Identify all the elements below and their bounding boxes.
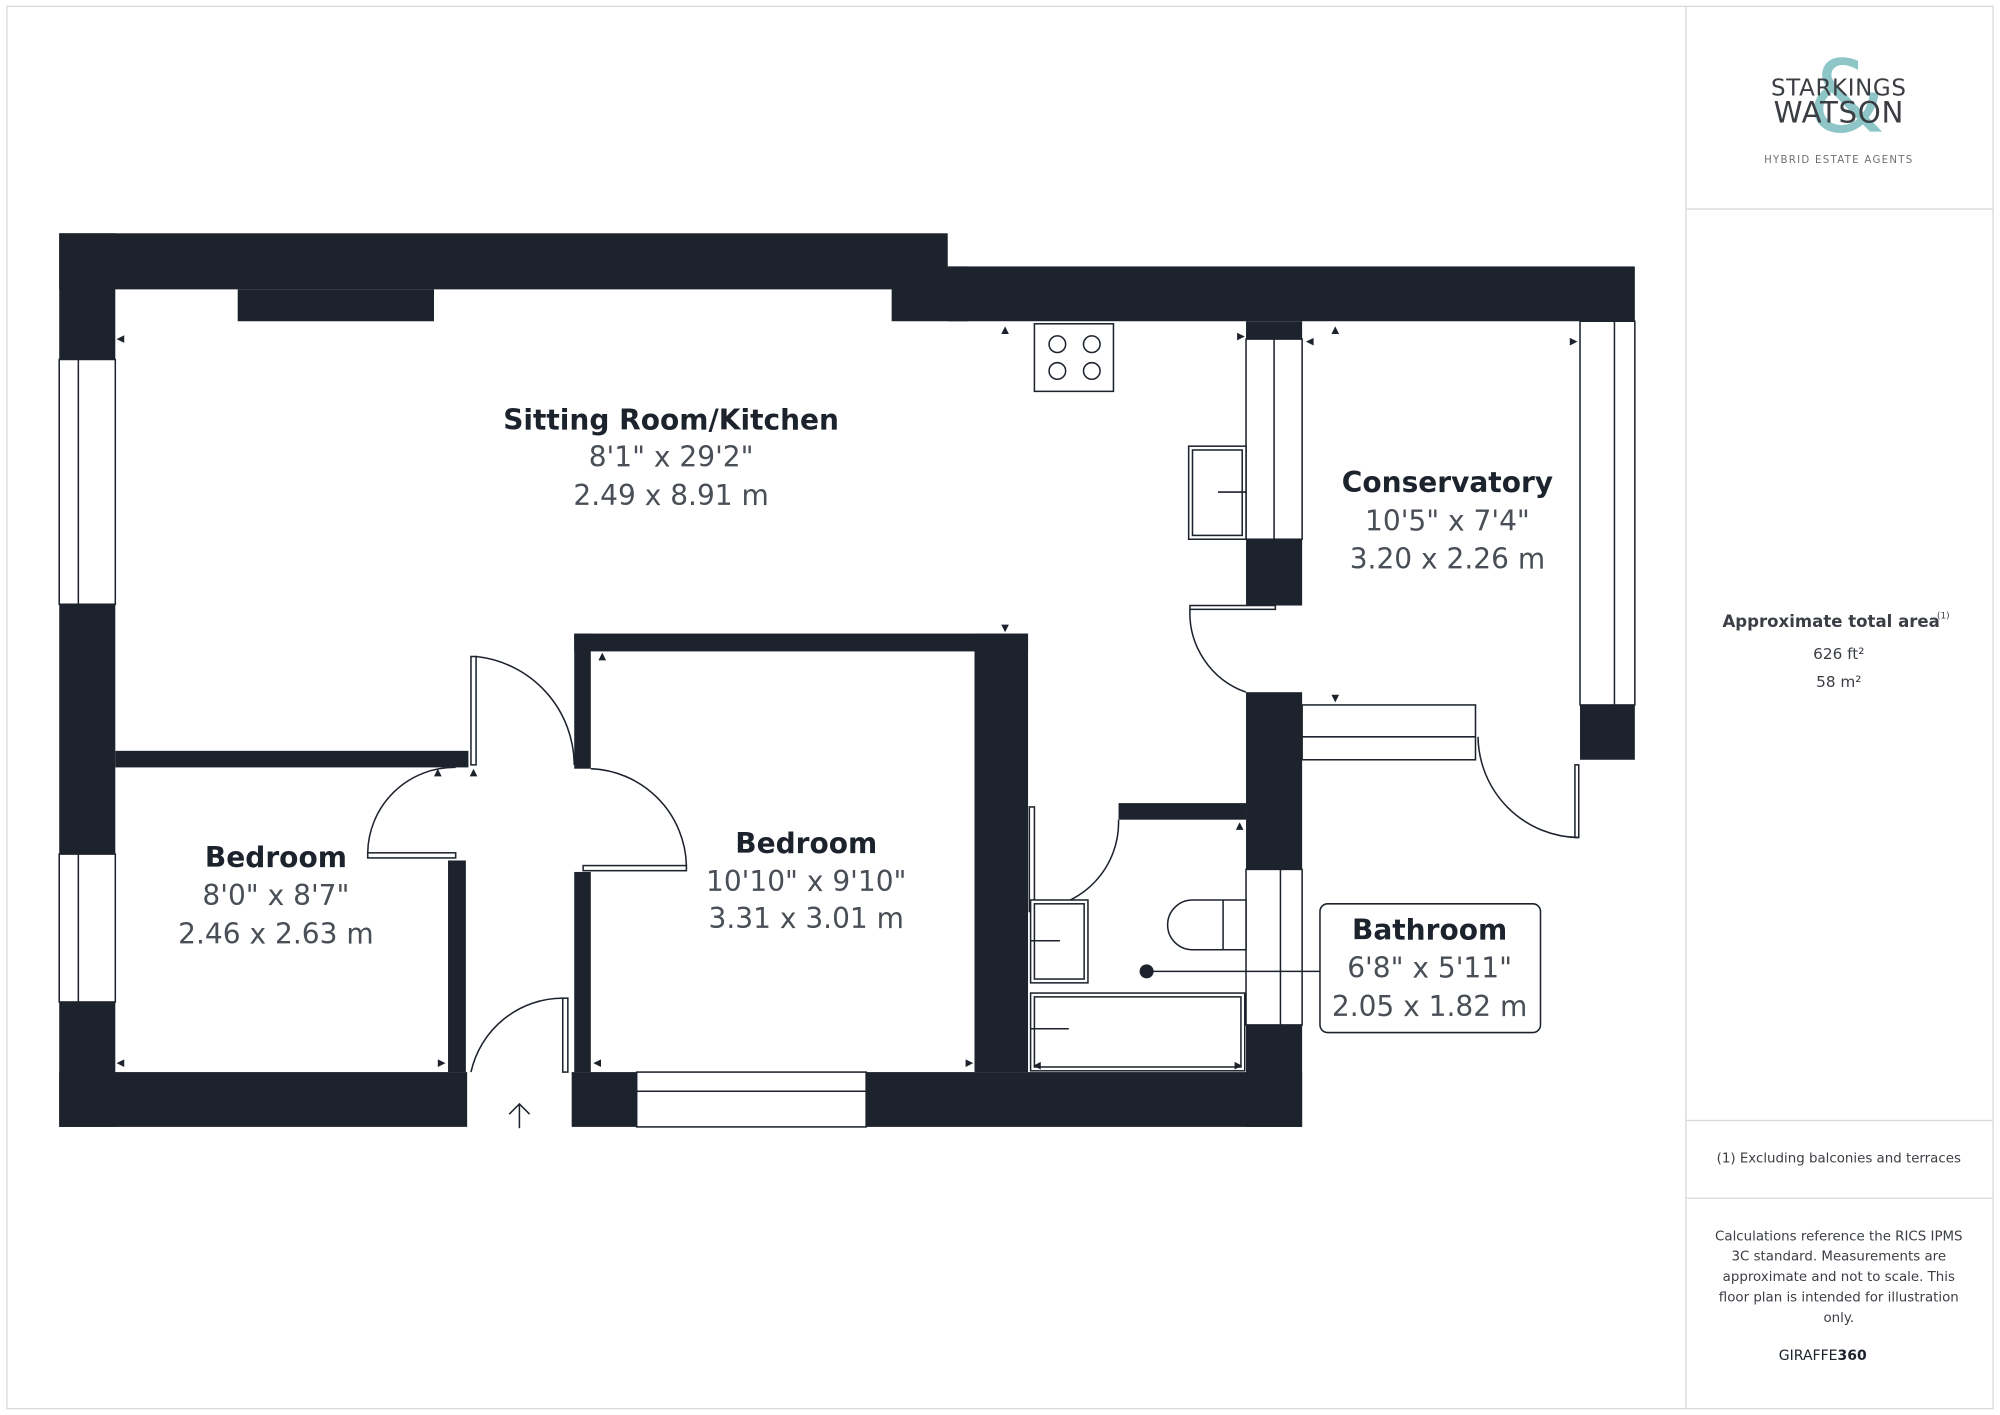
room-dim-metric: 2.46 x 2.63 m — [178, 917, 373, 950]
room-label-conservatory: Conservatory 10'5" x 7'4" 3.20 x 2.26 m — [1342, 466, 1553, 575]
room-dim-metric: 3.20 x 2.26 m — [1350, 543, 1545, 576]
room-dim-imperial: 8'1" x 29'2" — [589, 441, 754, 474]
room-dim-metric: 2.05 x 1.82 m — [1332, 990, 1527, 1023]
room-dim-imperial: 6'8" x 5'11" — [1347, 952, 1512, 985]
sink-icon — [1187, 445, 1247, 540]
room-name: Bathroom — [1352, 914, 1507, 947]
brand-logo: & STARKINGS WATSON HYBRID ESTATE AGENTS — [1764, 40, 1913, 166]
room-dim-metric: 2.49 x 8.91 m — [573, 479, 768, 512]
bath-icon — [1029, 992, 1246, 1072]
footnote: (1) Excluding balconies and terraces — [1717, 1152, 1961, 1167]
disclaimer-line: 3C standard. Measurements are — [1731, 1250, 1946, 1265]
fixtures — [1029, 323, 1247, 1072]
credit-prefix: GIRAFFE — [1779, 1348, 1838, 1364]
giraffe360-credit: GIRAFFE 360 — [1779, 1348, 1867, 1364]
disclaimer: Calculations reference the RICS IPMS 3C … — [1715, 1229, 1963, 1326]
windows — [58, 320, 1636, 1128]
disclaimer-line: floor plan is intended for illustration — [1719, 1291, 1959, 1306]
logo-ampersand: & — [1808, 40, 1886, 155]
room-dim-imperial: 10'10" x 9'10" — [706, 865, 906, 898]
page-border — [6, 5, 1994, 1410]
area-sqft: 626 ft² — [1813, 645, 1864, 663]
room-label-bedroom-1: Bedroom 8'0" x 8'7" 2.46 x 2.63 m — [178, 841, 373, 950]
room-name: Bedroom — [735, 827, 877, 860]
entrance-arrow-icon — [508, 1102, 531, 1129]
hob-icon — [1033, 323, 1115, 393]
room-name: Bedroom — [205, 841, 347, 874]
walls — [59, 233, 1635, 1127]
logo-line-1: STARKINGS — [1771, 76, 1906, 102]
basin-icon — [1029, 899, 1089, 984]
area-footnote-mark: (1) — [1937, 611, 1950, 621]
room-label-bedroom-2: Bedroom 10'10" x 9'10" 3.31 x 3.01 m — [706, 827, 906, 935]
room-label-sitting-kitchen: Sitting Room/Kitchen 8'1" x 29'2" 2.49 x… — [503, 404, 839, 512]
room-label-bathroom: Bathroom 6'8" x 5'11" 2.05 x 1.82 m — [1139, 903, 1542, 1034]
area-sqm: 58 m² — [1816, 673, 1861, 691]
room-dim-imperial: 8'0" x 8'7" — [202, 879, 349, 912]
area-title: Approximate total area — [1722, 612, 1939, 631]
bathroom-pointer-dot — [1139, 964, 1154, 979]
credit-suffix: 360 — [1838, 1348, 1868, 1364]
disclaimer-line: approximate and not to scale. This — [1723, 1270, 1955, 1285]
logo-tagline: HYBRID ESTATE AGENTS — [1764, 155, 1913, 166]
room-name: Sitting Room/Kitchen — [503, 404, 839, 437]
disclaimer-line: only. — [1823, 1311, 1854, 1326]
room-name: Conservatory — [1342, 466, 1553, 499]
dimension-markers — [116, 326, 1578, 1070]
room-dim-imperial: 10'5" x 7'4" — [1365, 504, 1530, 537]
total-area: Approximate total area (1) 626 ft² 58 m² — [1722, 611, 1949, 691]
logo-line-2: WATSON — [1774, 95, 1904, 129]
toilet-icon — [1166, 899, 1247, 951]
room-dim-metric: 3.31 x 3.01 m — [709, 902, 904, 935]
doors — [366, 604, 1580, 1073]
disclaimer-line: Calculations reference the RICS IPMS — [1715, 1229, 1963, 1244]
bathroom-callout-box — [1319, 903, 1542, 1034]
